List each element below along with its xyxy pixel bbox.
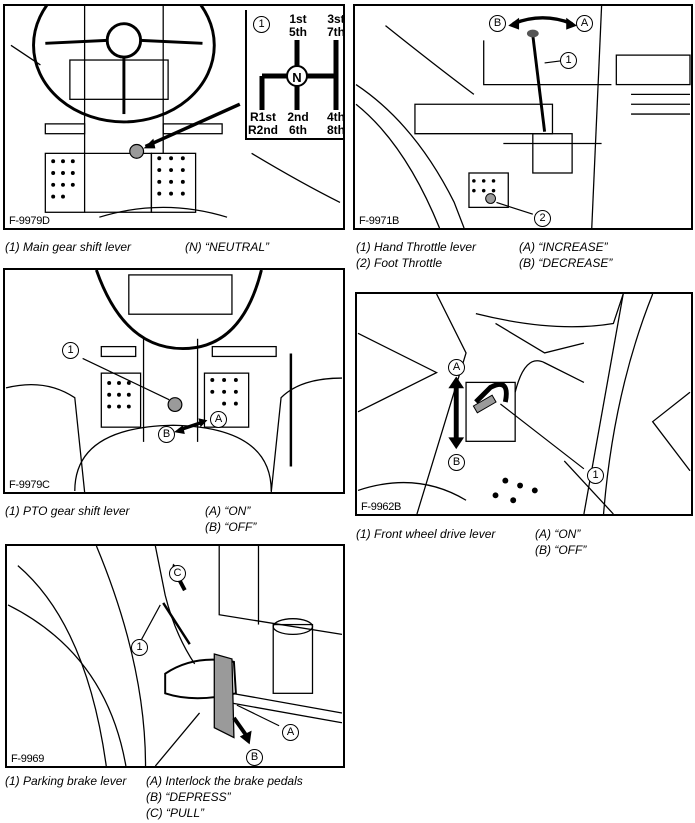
caption-parking-brake-lever: (1) Parking brake lever [5, 774, 127, 788]
gear-label-1st: 1st [289, 12, 307, 26]
callout-a: A [448, 359, 465, 376]
callout-a: A [576, 15, 593, 32]
front-wheel-drive-illustration: A B 1 F-9962B [355, 292, 693, 516]
figure-id: F-9979D [8, 215, 51, 227]
gear-label-2nd: 2nd [287, 110, 309, 124]
callout-b: B [158, 426, 175, 443]
caption-front-wheel-lever: (1) Front wheel drive lever [356, 527, 496, 541]
caption-neutral: (N) “NEUTRAL” [185, 240, 269, 254]
caption-off: (B) “OFF” [535, 543, 587, 557]
parking-brake-illustration: C 1 A B F-9969 [5, 544, 345, 768]
caption-main-gear-lever: (1) Main gear shift lever [5, 240, 132, 254]
callout-1: 1 [253, 16, 270, 33]
pto-lever-knob [167, 397, 183, 413]
caption-hand-throttle: (1) Hand Throttle lever [356, 240, 477, 254]
throttle-drawing [355, 6, 691, 228]
callout-1: 1 [587, 467, 604, 484]
shift-pattern-diagram: 1 N 1st 5th 3st 7th R1st R2nd 2nd 6th 4t… [245, 10, 345, 140]
gear-label-r1st: R1st [249, 110, 276, 124]
caption-increase: (A) “INCREASE” [519, 240, 608, 254]
tractor-cockpit-drawing [10, 6, 341, 218]
callout-a: A [282, 724, 299, 741]
callout-2: 2 [534, 210, 551, 227]
callout-1: 1 [560, 52, 577, 69]
callout-b: B [489, 15, 506, 32]
figure-id: F-9969 [10, 753, 46, 765]
pto-illustration: 1 A B F-9979C [3, 268, 345, 494]
caption-off: (B) “OFF” [205, 520, 257, 534]
callout-1: 1 [131, 639, 148, 656]
callout-c: C [169, 565, 186, 582]
pto-drawing [5, 270, 342, 492]
caption-decrease: (B) “DECREASE” [519, 256, 613, 270]
shift-pattern-lines [259, 40, 339, 110]
callout-b: B [246, 749, 263, 766]
figure-id: F-9979C [8, 479, 51, 491]
gear-label-7th: 7th [327, 25, 345, 39]
front-wheel-lever-grip [472, 394, 497, 414]
gear-shift-knob [129, 143, 145, 159]
figure-id: F-9962B [360, 501, 403, 513]
front-wheel-drive-drawing [357, 294, 691, 514]
parking-brake-drawing [7, 546, 343, 766]
gear-label-6th: 6th [289, 123, 307, 137]
caption-foot-throttle: (2) Foot Throttle [356, 256, 443, 270]
caption-pto-lever: (1) PTO gear shift lever [5, 504, 130, 518]
main-gear-illustration: 1 N 1st 5th 3st 7th R1st R2nd 2nd 6th 4t… [3, 4, 345, 230]
caption-depress: (B) “DEPRESS” [146, 790, 231, 804]
pointer-arrow [144, 102, 241, 149]
gear-label-r2nd: R2nd [248, 123, 278, 137]
caption-interlock: (A) Interlock the brake pedals [146, 774, 303, 788]
callout-1: 1 [62, 342, 79, 359]
gear-label-3st: 3st [327, 12, 345, 26]
depress-arrow [232, 716, 248, 736]
callout-a: A [210, 411, 227, 428]
gear-label-8th: 8th [327, 123, 345, 137]
callout-b: B [448, 454, 465, 471]
gear-label-5th: 5th [289, 25, 307, 39]
caption-pull: (C) “PULL” [146, 806, 205, 820]
figure-id: F-9971B [358, 215, 401, 227]
caption-on: (A) “ON” [205, 504, 251, 518]
adjust-arrow [512, 16, 573, 26]
gear-label-4th: 4th [327, 110, 345, 124]
neutral-label: N [292, 70, 302, 85]
throttle-illustration: B A 1 2 F-9971B [353, 4, 693, 230]
caption-on: (A) “ON” [535, 527, 581, 541]
